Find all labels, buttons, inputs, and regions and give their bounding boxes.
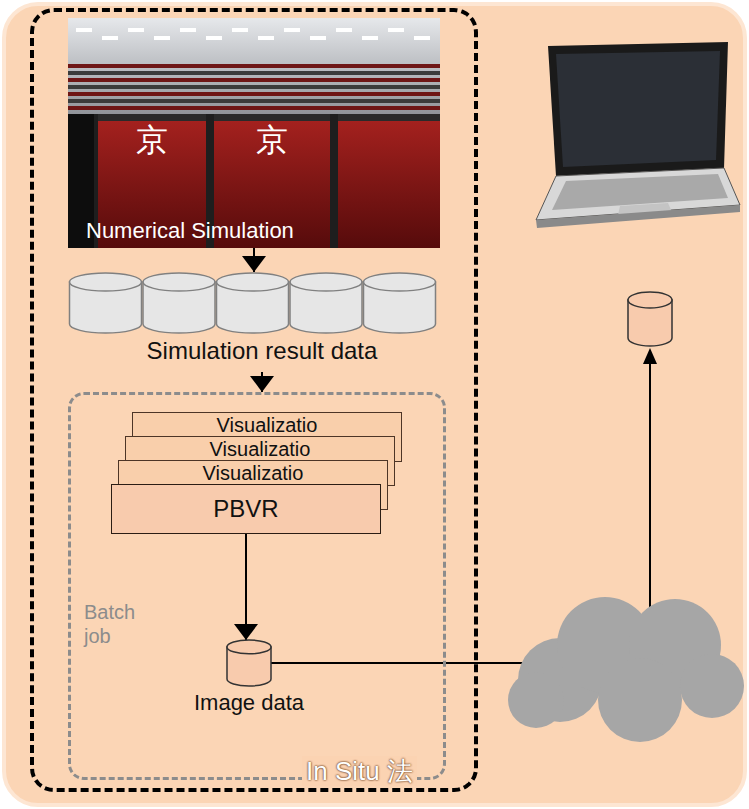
node-text: In Situ 法 (302, 756, 417, 786)
download-line (649, 362, 651, 640)
node-text: Image data (176, 690, 322, 716)
panel-ground (4, 4, 745, 805)
flow-arrow (253, 248, 255, 272)
process-box: PBVR (111, 484, 381, 534)
download-arrowhead (643, 348, 657, 364)
storage-drawing (176, 640, 322, 688)
node-text: Visualizatio (133, 414, 401, 436)
node-text: Visualizatio (119, 462, 387, 484)
node-text: Simulation result data (68, 336, 456, 366)
storage-cylinder: Image data (176, 640, 322, 720)
laptop-icon (536, 42, 740, 228)
node-text: Batch job (84, 600, 148, 648)
flow-arrow (261, 372, 263, 392)
node-text: PBVR (112, 485, 380, 533)
network-cloud (508, 597, 744, 742)
cabinet-logo: 京 (254, 122, 290, 158)
network-line (262, 662, 545, 664)
batch-job-box: VisualizatioVisualizatioVisualizatioPBVR… (68, 392, 446, 780)
cabinet-logo: 京 (134, 122, 170, 158)
node-text: Numerical Simulation (86, 218, 294, 244)
client-storage (628, 292, 672, 346)
storage-drawing (68, 272, 440, 334)
supercomputer-picture (68, 18, 440, 248)
node-text: Visualizatio (126, 438, 394, 460)
flow-arrow (245, 534, 247, 640)
storage-cylinders: Simulation result data (68, 272, 456, 372)
in-situ-region: Numerical SimulationSimulation result da… (30, 8, 478, 792)
supercomputer-photo: Numerical Simulation (68, 18, 440, 248)
